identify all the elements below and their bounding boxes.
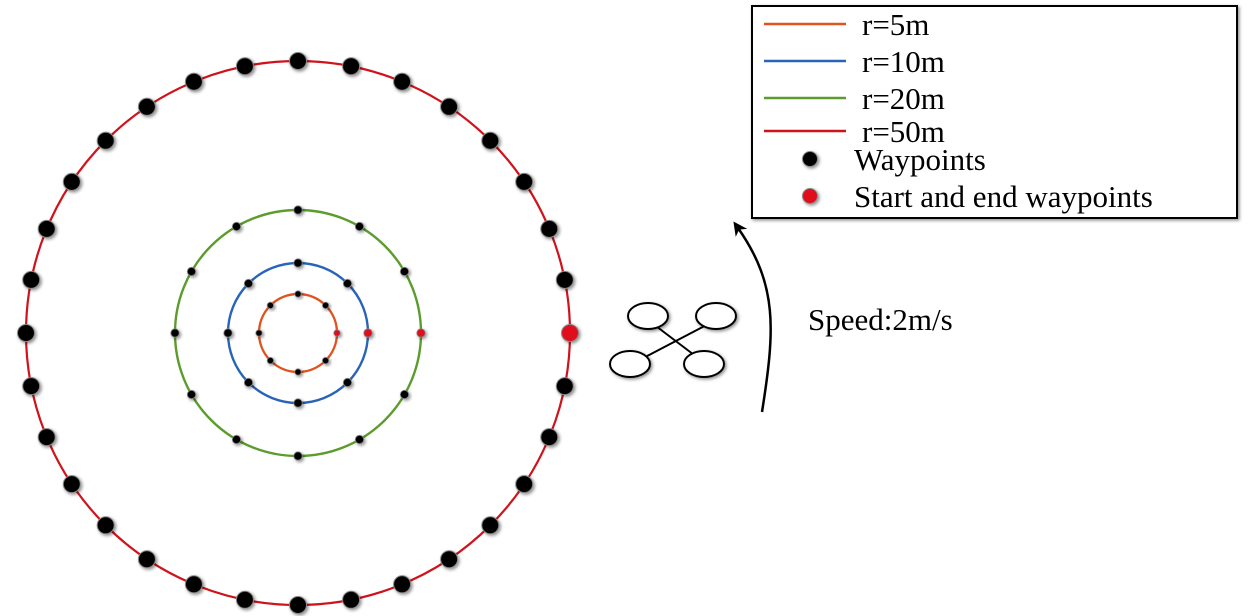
start-end-waypoint-r50 bbox=[561, 324, 579, 342]
waypoint-r20 bbox=[231, 434, 242, 445]
legend-swatch-dot bbox=[802, 188, 818, 204]
waypoint-r10 bbox=[293, 258, 303, 268]
waypoint-r50 bbox=[515, 172, 534, 191]
waypoint-r50 bbox=[184, 72, 203, 91]
waypoint-r50 bbox=[37, 428, 56, 447]
waypoint-r50 bbox=[184, 575, 203, 594]
legend-label: Start and end waypoints bbox=[854, 179, 1153, 214]
waypoint-r5 bbox=[266, 356, 274, 365]
waypoint-r50 bbox=[393, 575, 412, 594]
waypoint-r50 bbox=[62, 172, 81, 191]
start-end-waypoint-r5 bbox=[333, 329, 341, 337]
waypoint-r50 bbox=[342, 57, 361, 76]
legend-label: r=50m bbox=[862, 114, 945, 149]
waypoint-r50 bbox=[22, 377, 41, 396]
waypoint-r20 bbox=[293, 205, 303, 215]
waypoint-r10 bbox=[223, 328, 233, 338]
waypoint-r50 bbox=[481, 516, 500, 535]
waypoint-r10 bbox=[342, 377, 353, 388]
waypoint-r20 bbox=[293, 451, 303, 461]
waypoint-r50 bbox=[17, 324, 35, 342]
waypoint-r5 bbox=[255, 329, 263, 337]
waypoint-r50 bbox=[393, 72, 412, 91]
start-end-waypoint-r10 bbox=[363, 328, 373, 338]
waypoint-r5 bbox=[294, 290, 302, 298]
legend-label: r=20m bbox=[862, 81, 945, 116]
waypoints bbox=[17, 52, 579, 614]
waypoint-r50 bbox=[440, 97, 459, 116]
waypoint-r20 bbox=[231, 221, 242, 232]
waypoint-r50 bbox=[481, 131, 500, 150]
waypoint-r50 bbox=[235, 590, 254, 609]
waypoint-r50 bbox=[96, 131, 115, 150]
waypoint-r20 bbox=[399, 266, 410, 277]
waypoint-r50 bbox=[540, 219, 559, 238]
legend-label: Waypoints bbox=[854, 142, 986, 177]
waypoint-r50 bbox=[342, 590, 361, 609]
waypoint-r10 bbox=[243, 278, 254, 289]
waypoint-r50 bbox=[235, 57, 254, 76]
waypoint-r20 bbox=[170, 328, 180, 338]
waypoint-r50 bbox=[137, 97, 156, 116]
legend-label: r=5m bbox=[862, 7, 929, 42]
waypoint-r50 bbox=[440, 550, 459, 569]
waypoint-r50 bbox=[137, 550, 156, 569]
waypoint-r5 bbox=[321, 356, 330, 365]
start-end-waypoint-r20 bbox=[416, 328, 426, 338]
quadcopter-icon bbox=[609, 302, 737, 378]
legend-label: r=10m bbox=[862, 44, 945, 79]
waypoint-r5 bbox=[321, 301, 330, 309]
waypoint-r50 bbox=[22, 270, 41, 289]
waypoint-r10 bbox=[243, 377, 254, 388]
waypoint-r5 bbox=[294, 368, 302, 376]
waypoint-r5 bbox=[266, 301, 274, 309]
waypoint-r10 bbox=[293, 398, 303, 408]
direction-arrow bbox=[733, 221, 772, 413]
waypoint-r50 bbox=[555, 377, 574, 396]
waypoint-r20 bbox=[399, 389, 410, 400]
speed-label: Speed:2m/s bbox=[808, 302, 953, 337]
waypoint-r50 bbox=[555, 270, 574, 289]
circle-r20 bbox=[173, 208, 423, 458]
waypoint-r20 bbox=[186, 389, 197, 400]
waypoint-r50 bbox=[37, 219, 56, 238]
waypoint-r10 bbox=[342, 278, 353, 289]
waypoint-r20 bbox=[354, 221, 365, 232]
waypoint-r50 bbox=[62, 475, 81, 494]
waypoint-r50 bbox=[289, 596, 307, 614]
waypoint-r50 bbox=[540, 428, 559, 447]
waypoint-r50 bbox=[515, 475, 534, 494]
legend-box bbox=[751, 5, 1238, 219]
waypoint-r20 bbox=[354, 434, 365, 445]
waypoint-r20 bbox=[186, 266, 197, 277]
waypoint-r50 bbox=[96, 516, 115, 535]
legend-swatch-dot bbox=[802, 151, 818, 167]
waypoint-r50 bbox=[289, 52, 307, 70]
